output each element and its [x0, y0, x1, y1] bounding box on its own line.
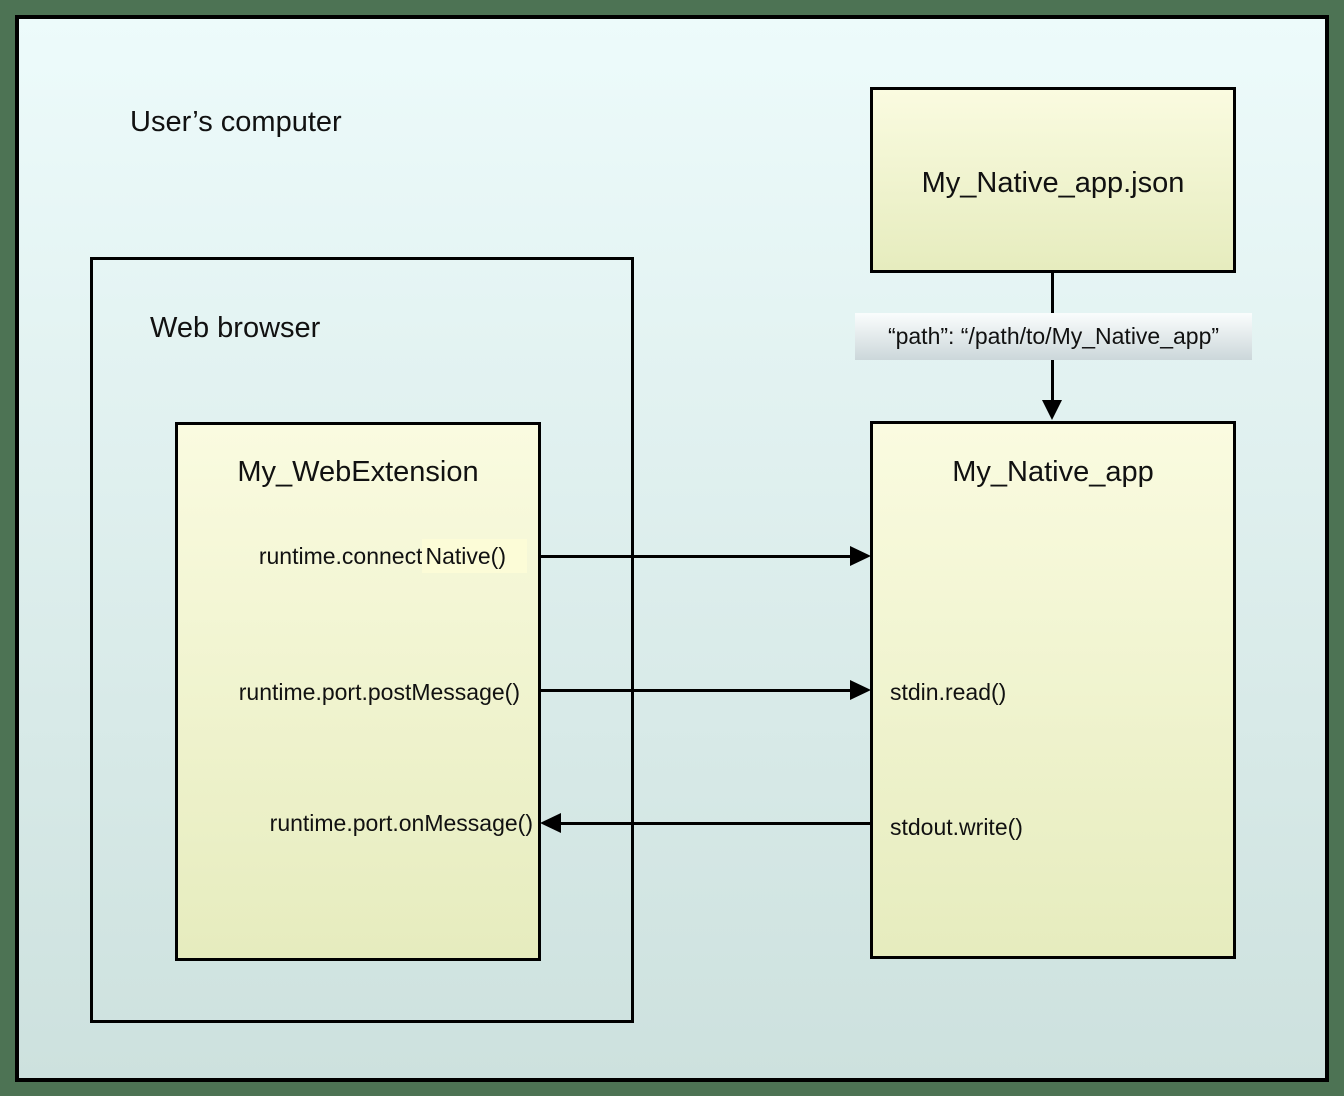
- web-browser-box: [90, 257, 634, 1023]
- connect-native-arrow-line: [540, 555, 852, 558]
- stdin-read-label: stdin.read(): [890, 679, 1007, 705]
- manifest-json-title: My_Native_app.json: [921, 167, 1185, 199]
- post-message-arrowhead-icon: [850, 680, 871, 700]
- connect-native-label-prefix: runtime.connect: [258, 543, 423, 569]
- post-message-arrow-line: [540, 689, 852, 692]
- connect-native-arrowhead-icon: [850, 546, 871, 566]
- stdout-arrowhead-icon: [540, 813, 561, 833]
- on-message-label: runtime.port.onMessage(): [269, 810, 533, 836]
- webextension-box: My_WebExtension: [175, 422, 541, 961]
- post-message-label: runtime.port.postMessage(): [238, 679, 520, 705]
- manifest-path-arrowhead-icon: [1042, 400, 1062, 420]
- web-browser-label: Web browser: [150, 312, 321, 344]
- stdout-write-label: stdout.write(): [890, 814, 1023, 840]
- native-app-title: My_Native_app: [952, 456, 1154, 488]
- manifest-json-box: My_Native_app.json: [870, 87, 1236, 273]
- users-computer-label: User’s computer: [130, 106, 342, 138]
- manifest-path-label: “path”: “/path/to/My_Native_app”: [855, 313, 1252, 360]
- native-app-box: My_Native_app: [870, 421, 1236, 959]
- stdout-arrow-line: [560, 822, 870, 825]
- webextension-title: My_WebExtension: [237, 456, 479, 488]
- connect-native-label-highlight: Native(): [422, 539, 527, 573]
